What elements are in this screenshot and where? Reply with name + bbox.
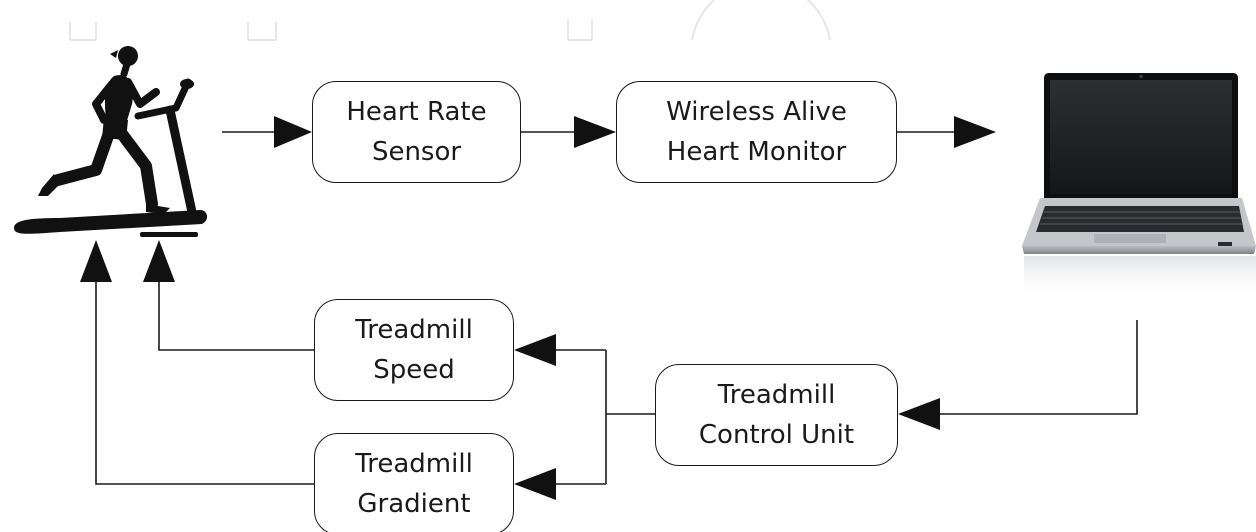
arrowhead-to-sensor (274, 116, 312, 148)
edge-gradient-to-runner (95, 278, 314, 485)
treadmill-gradient-box: Treadmill Gradient (314, 433, 514, 532)
arrowhead-to-control-unit (898, 398, 940, 430)
arrowhead-speed-to-runner (143, 240, 175, 282)
wireless-alive-heart-monitor-label-line1: Wireless Alive (666, 97, 847, 127)
heart-rate-sensor-label-line2: Sensor (371, 137, 462, 167)
treadmill-speed-box: Treadmill Speed (314, 299, 514, 401)
wireless-alive-heart-monitor-box: Wireless Alive Heart Monitor (616, 81, 897, 183)
arrowheads (80, 116, 996, 500)
edge-speed-to-runner (158, 278, 314, 351)
treadmill-control-unit-label-line2: Control Unit (698, 420, 855, 450)
arrowhead-to-monitor (574, 116, 616, 148)
treadmill-speed-label-line1: Treadmill (355, 315, 473, 345)
treadmill-speed-label-line2: Speed (373, 355, 455, 385)
treadmill-gradient-label-line1: Treadmill (355, 449, 473, 479)
laptop-icon (1022, 73, 1256, 300)
treadmill-control-unit-label-line1: Treadmill (717, 380, 836, 410)
treadmill-gradient-label-line2: Gradient (357, 489, 471, 519)
heart-rate-sensor-box: Heart Rate Sensor (312, 81, 521, 183)
edge-laptop-to-control-unit (936, 320, 1138, 415)
connectors (95, 131, 1138, 485)
arrowhead-to-gradient (514, 468, 556, 500)
wireless-alive-heart-monitor-label-line2: Heart Monitor (666, 137, 847, 167)
arrowhead-to-speed (514, 334, 556, 366)
runner-on-treadmill-icon (14, 46, 208, 237)
heart-rate-sensor-label-line1: Heart Rate (346, 97, 487, 127)
treadmill-control-unit-box: Treadmill Control Unit (655, 364, 898, 466)
arrowhead-to-laptop (954, 116, 996, 148)
arrowhead-gradient-to-runner (80, 240, 112, 282)
watermark (69, 0, 831, 41)
